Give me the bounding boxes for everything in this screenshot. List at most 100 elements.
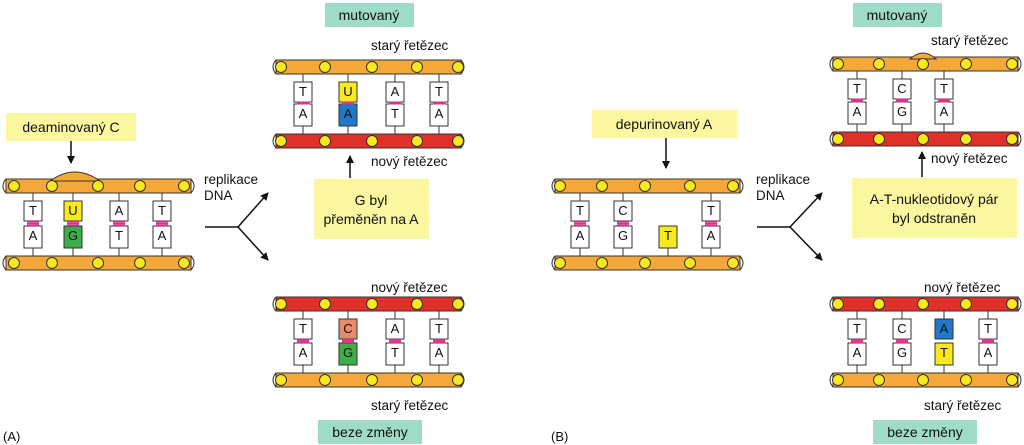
phosphate-node (366, 135, 378, 147)
top-base-box (934, 318, 954, 340)
mutated-badge-a-text: mutovaný (339, 7, 400, 23)
top-base-letter: U (343, 84, 352, 99)
phosphate-node (8, 257, 20, 269)
phosphate-node (873, 133, 885, 145)
phosphate-node (596, 257, 608, 269)
phosphate-node (639, 257, 651, 269)
replication-label-a-2: DNA (204, 188, 233, 203)
label-old-strand-a-bottom: starý řetězec (371, 398, 449, 413)
top-base-letter: C (618, 203, 627, 218)
top-base-letter: T (853, 321, 861, 336)
bottom-base-letter: A (158, 228, 167, 243)
phosphate-node (275, 374, 287, 386)
bottom-base-letter: T (391, 106, 399, 121)
top-base-box (613, 200, 633, 222)
phosphate-node (684, 257, 696, 269)
result-callout-a (314, 179, 429, 239)
bottom-base-box (109, 225, 129, 249)
unchanged-badge-a (318, 420, 422, 444)
phosphate-node (134, 257, 146, 269)
panel-a-label: (A) (3, 429, 20, 444)
top-base-letter: T (984, 321, 992, 336)
result-callout-a-line2: přeměněn na A (324, 211, 420, 227)
top-base-letter: T (299, 84, 307, 99)
label-old-strand-a-top: starý řetězec (371, 38, 449, 53)
phosphate-node (366, 61, 378, 73)
phosphate-node (873, 58, 885, 70)
phosphate-node (275, 135, 287, 147)
bottom-base-letter: T (664, 228, 672, 243)
mutated-badge-b-text: mutovaný (867, 7, 928, 23)
phosphate-node (832, 298, 844, 310)
phosphate-node (873, 374, 885, 386)
phosphate-node (960, 58, 972, 70)
bottom-base-box (613, 225, 633, 249)
phosphate-node (275, 298, 287, 310)
bottom-base-letter: A (435, 345, 444, 360)
phosphate-node (366, 374, 378, 386)
phosphate-node (92, 180, 104, 192)
replication-label-a-1: replikace (204, 172, 258, 187)
phosphate-node (452, 135, 464, 147)
phosphate-node (917, 133, 929, 145)
replication-label-b-1: replikace (756, 172, 810, 187)
label-new-strand-a-top: nový řetězec (371, 154, 448, 169)
phosphate-node (319, 135, 331, 147)
bottom-base-letter: G (897, 345, 907, 360)
bottom-base-letter: A (299, 106, 308, 121)
top-base-letter: T (299, 321, 307, 336)
phosphate-node (917, 58, 929, 70)
top-base-letter: T (435, 84, 443, 99)
top-base-letter: T (853, 81, 861, 96)
top-base-letter: T (435, 321, 443, 336)
phosphate-node (452, 61, 464, 73)
bottom-base-letter: A (344, 106, 353, 121)
phosphate-node (1006, 58, 1018, 70)
bottom-base-letter: A (299, 345, 308, 360)
phosphate-node (411, 135, 423, 147)
phosphate-node (832, 374, 844, 386)
label-new-strand-b-bottom: nový řetězec (924, 280, 1001, 295)
backbone-bulge (908, 52, 938, 60)
phosphate-node (832, 133, 844, 145)
phosphate-node (1006, 374, 1018, 386)
panel-b: mutovaný beze změny depurinovaný A repli… (551, 3, 1022, 444)
label-old-strand-b-top: starý řetězec (931, 33, 1009, 48)
bottom-base-letter: T (940, 345, 948, 360)
bottom-base-letter: A (984, 345, 993, 360)
unchanged-badge-a-text: beze změny (332, 424, 407, 440)
phosphate-node (319, 61, 331, 73)
top-base-letter: C (897, 321, 906, 336)
top-base-letter: A (391, 84, 400, 99)
label-old-strand-b-bottom: starý řetězec (924, 398, 1002, 413)
phosphate-node (46, 180, 58, 192)
phosphate-node (46, 257, 58, 269)
phosphate-node (452, 374, 464, 386)
phosphate-node (917, 374, 929, 386)
phosphate-node (178, 257, 190, 269)
mutated-badge-a (325, 3, 414, 27)
result-callout-b-line2: byl odstraněn (892, 210, 976, 226)
phosphate-node (639, 180, 651, 192)
phosphate-node (917, 298, 929, 310)
top-base-box (152, 200, 172, 222)
label-new-strand-a-bottom: nový řetězec (371, 280, 448, 295)
phosphate-node (92, 257, 104, 269)
top-base-letter: T (158, 203, 166, 218)
bottom-base-box (934, 342, 954, 366)
bottom-base-box (570, 225, 590, 249)
phosphate-node (452, 298, 464, 310)
panel-a: mutovaný beze změny deaminovaný C replik… (2, 3, 465, 444)
bottom-base-letter: A (853, 345, 862, 360)
phosphate-node (366, 298, 378, 310)
bottom-base-letter: T (115, 228, 123, 243)
bottom-base-box (701, 225, 721, 249)
unchanged-badge-b-text: beze změny (887, 424, 962, 440)
bottom-base-box (23, 225, 43, 249)
bottom-base-box (658, 225, 678, 249)
top-base-letter: U (68, 203, 77, 218)
bottom-base-letter: T (391, 345, 399, 360)
